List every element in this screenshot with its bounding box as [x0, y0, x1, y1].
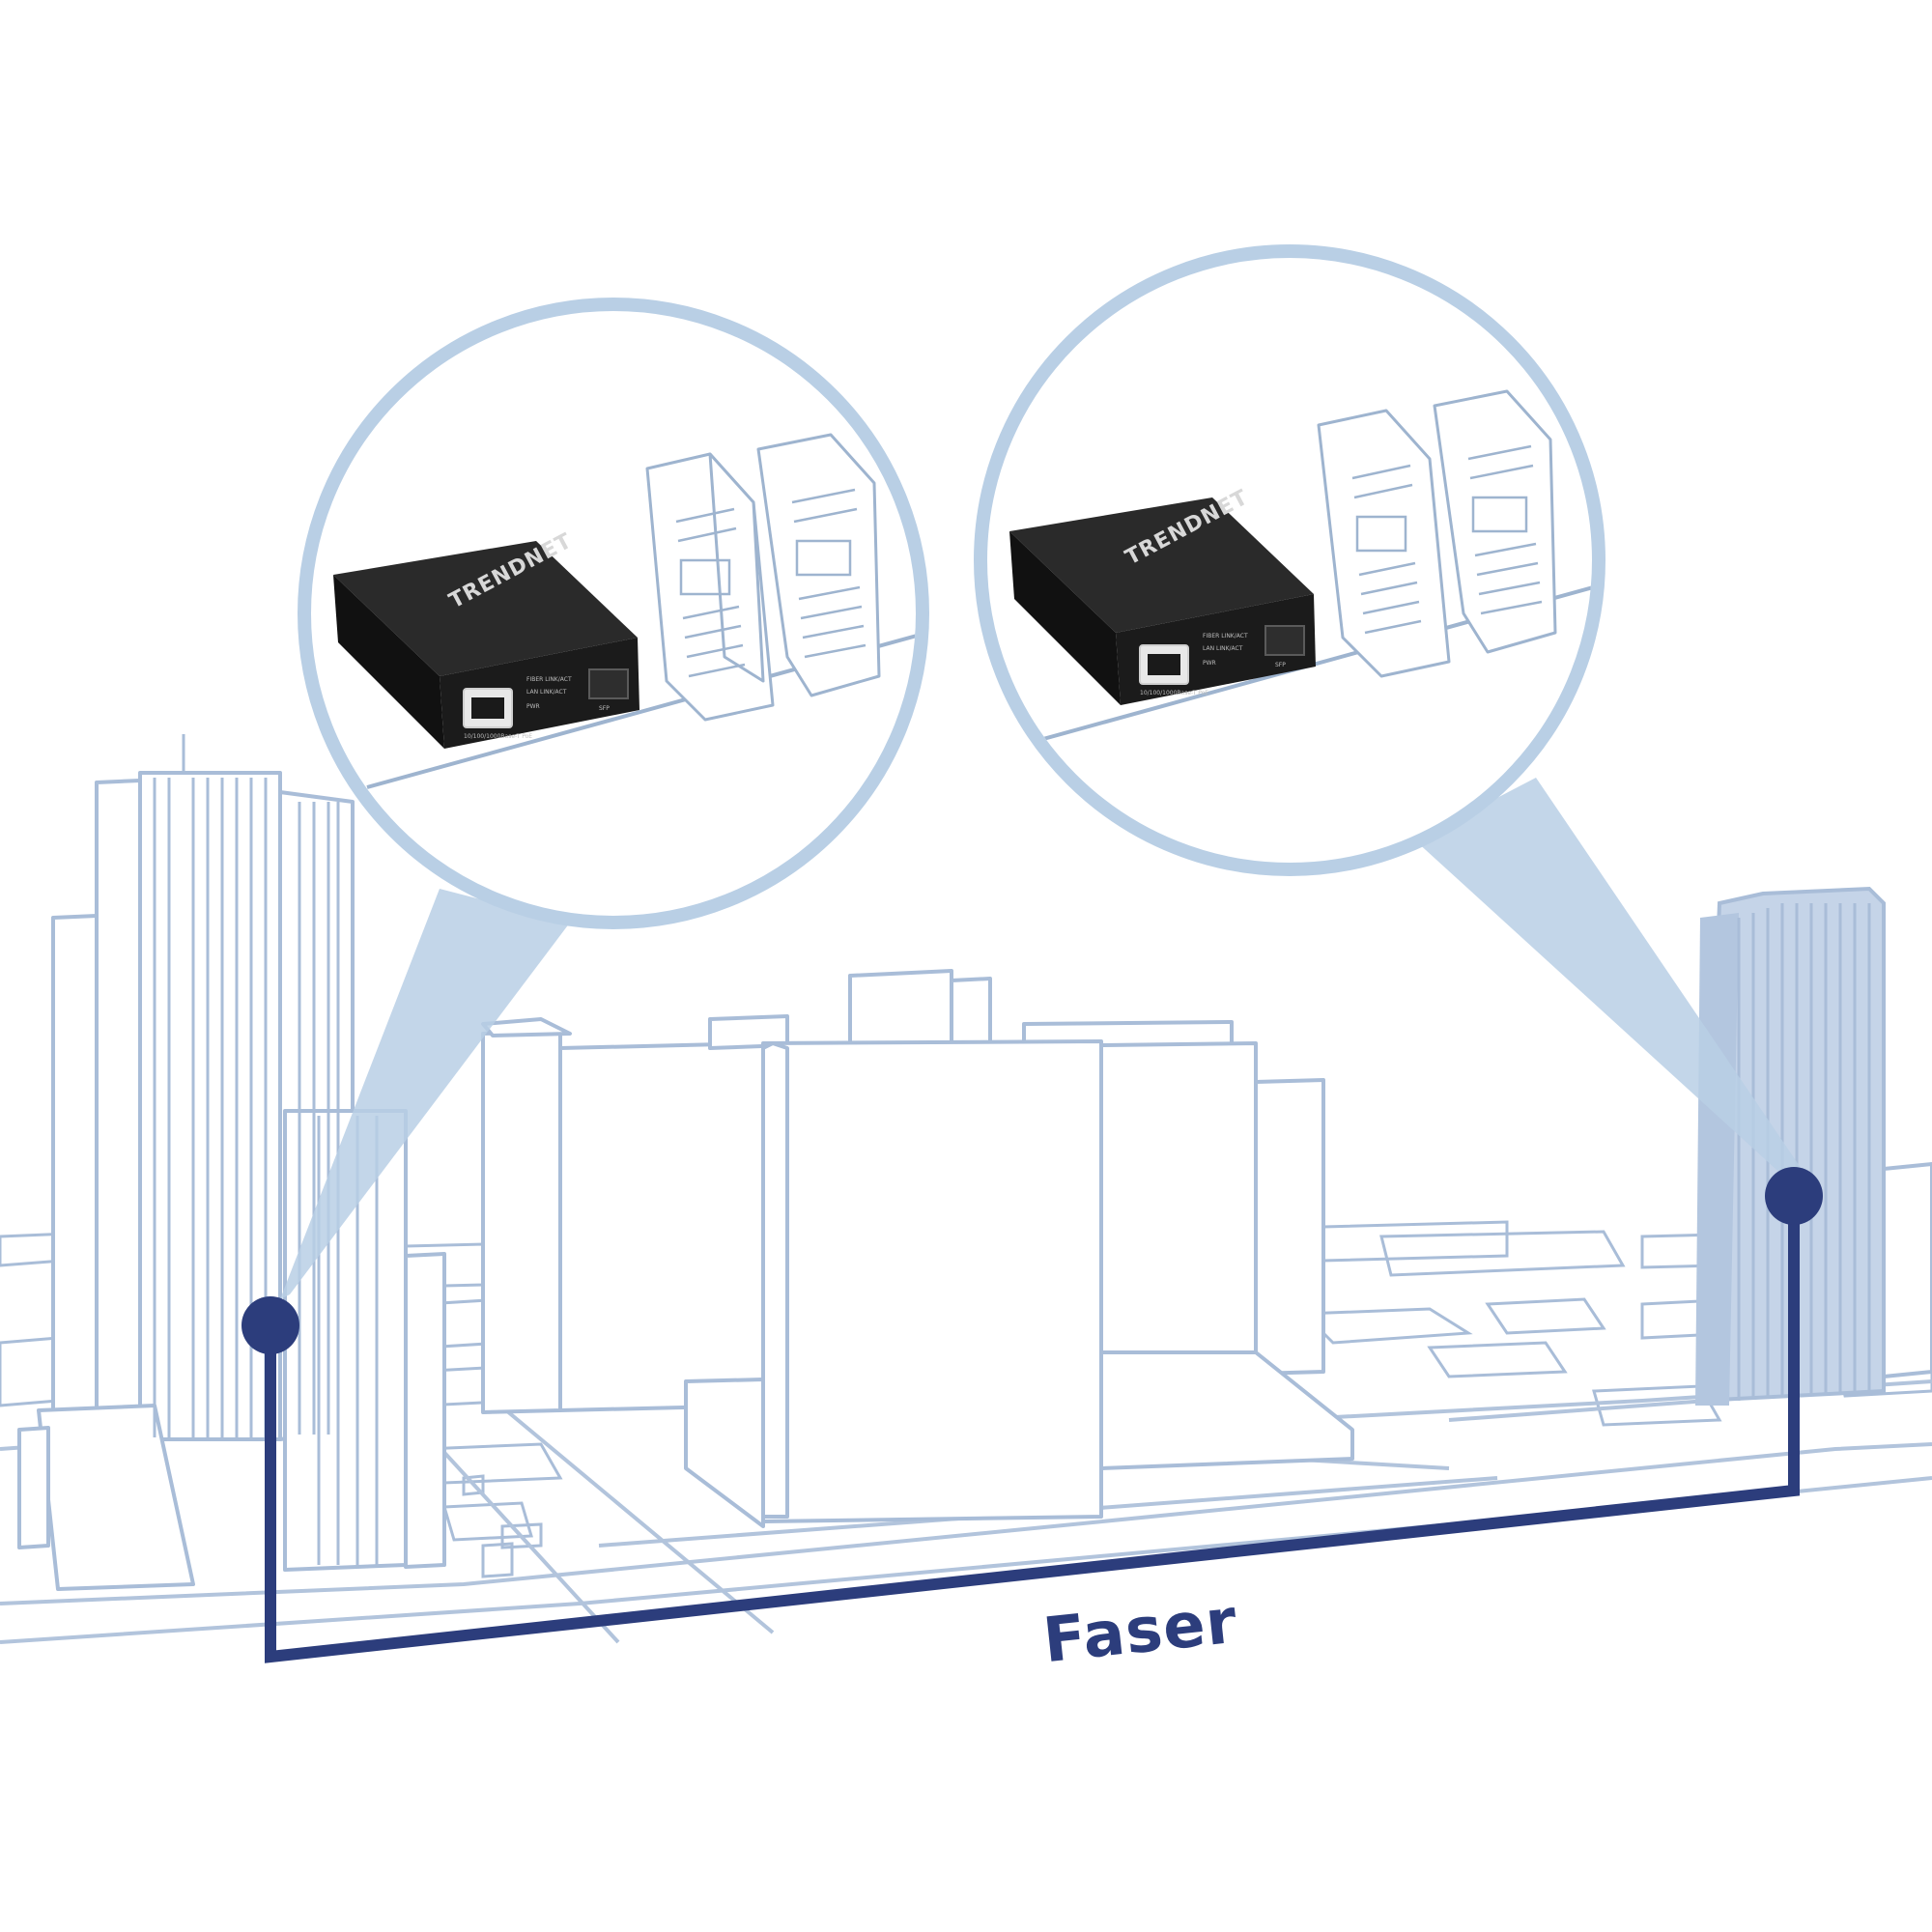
- media-converter-icon: TRENDNET 10/100/1000Base-T PoE FIBER LIN…: [1009, 485, 1316, 705]
- server-rack-icon: [1433, 389, 1557, 654]
- left-zoom-bubble: TRENDNET 10/100/1000Base-T PoE FIBER LIN…: [298, 298, 929, 929]
- right-endpoint-dot: [1765, 1167, 1823, 1225]
- cityscape: [0, 734, 1932, 1644]
- server-rack-icon: [756, 433, 881, 697]
- svg-text:SFP: SFP: [1275, 662, 1286, 668]
- server-rack-icon: [1317, 409, 1451, 678]
- svg-text:LAN LINK/ACT: LAN LINK/ACT: [1203, 645, 1243, 652]
- right-tower: [1695, 886, 1932, 1406]
- left-callout-cone: [280, 889, 570, 1299]
- fiber-cable: [265, 1196, 1800, 1663]
- callout-cones: [280, 778, 1811, 1299]
- svg-text:FIBER LINK/ACT: FIBER LINK/ACT: [1203, 633, 1248, 639]
- right-callout-cone: [1415, 778, 1811, 1188]
- left-endpoint-dot: [242, 1296, 299, 1354]
- svg-text:10/100/1000Base-T PoE: 10/100/1000Base-T PoE: [1140, 690, 1208, 696]
- right-zoom-bubble: TRENDNET 10/100/1000Base-T PoE FIBER LIN…: [974, 244, 1605, 876]
- sfp-slot-icon: [1264, 625, 1305, 656]
- fiber-label: Faser: [1040, 1586, 1241, 1678]
- svg-text:PWR: PWR: [1203, 660, 1216, 667]
- svg-text:PWR: PWR: [526, 703, 540, 710]
- media-converter-icon: TRENDNET 10/100/1000Base-T PoE FIBER LIN…: [333, 528, 639, 749]
- svg-text:FIBER LINK/ACT: FIBER LINK/ACT: [526, 676, 572, 683]
- server-rack-icon: [645, 452, 775, 722]
- svg-text:LAN LINK/ACT: LAN LINK/ACT: [526, 689, 567, 696]
- svg-text:10/100/1000Base-T PoE: 10/100/1000Base-T PoE: [464, 733, 532, 740]
- rj45-port-icon: [1139, 644, 1189, 685]
- sfp-slot-icon: [588, 668, 629, 699]
- rj45-port-icon: [463, 688, 513, 728]
- svg-text:SFP: SFP: [599, 705, 610, 712]
- central-office-building: [481, 969, 1354, 1528]
